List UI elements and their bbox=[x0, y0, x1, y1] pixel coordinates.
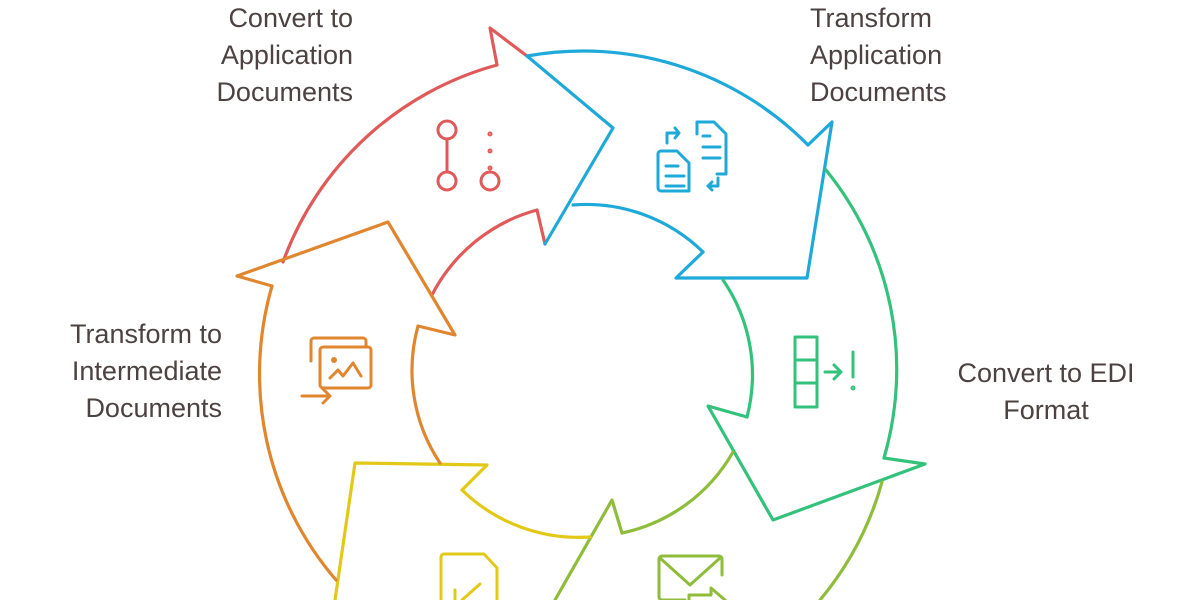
label-line: Application bbox=[220, 40, 353, 70]
label-line: Convert to bbox=[228, 3, 353, 33]
label-line: Documents bbox=[216, 77, 353, 107]
label-line: Convert to EDI bbox=[957, 358, 1135, 388]
stage-label-convert-edi: Convert to EDI Format bbox=[946, 355, 1146, 429]
stage-arrow-convert-to-application bbox=[281, 26, 547, 297]
mail-forward-icon bbox=[657, 554, 727, 600]
stage-arrow-transform-application bbox=[525, 49, 834, 280]
image-import-icon bbox=[300, 336, 373, 405]
stage-label-transform-application: Transform Application Documents bbox=[810, 0, 947, 111]
stage-label-convert-to-application: Convert to Application Documents bbox=[150, 0, 353, 111]
stage-arrow-file bbox=[333, 461, 592, 600]
label-line: Intermediate bbox=[71, 356, 222, 386]
label-line: Documents bbox=[810, 77, 947, 107]
label-line: Transform bbox=[810, 3, 933, 33]
stage-label-intermediate: Transform to Intermediate Documents bbox=[20, 316, 222, 427]
document-swap-icon bbox=[656, 120, 728, 193]
git-branch-icon bbox=[436, 119, 501, 192]
stage-arrow-intermediate bbox=[235, 220, 457, 582]
label-line: Documents bbox=[85, 393, 222, 423]
stage-arrow-mail bbox=[553, 450, 884, 600]
file-download-icon bbox=[439, 552, 499, 600]
label-line: Transform to bbox=[69, 319, 222, 349]
label-line: Format bbox=[1003, 395, 1089, 425]
table-export-icon bbox=[793, 335, 856, 409]
label-line: Application bbox=[810, 40, 943, 70]
stage-arrow-convert-edi bbox=[706, 168, 927, 522]
